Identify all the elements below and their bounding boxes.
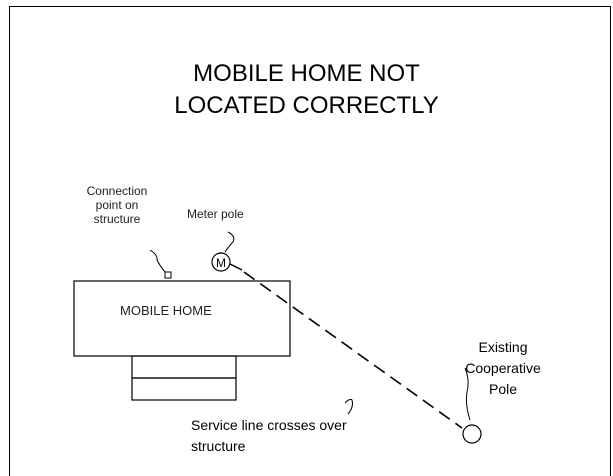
connection-point-label: Connection point on structure <box>72 184 162 226</box>
existing-pole-leader <box>464 367 471 421</box>
existing-pole-label-line-2: Cooperative <box>465 360 541 376</box>
mobile-home-body <box>73 280 291 357</box>
connection-point-leader <box>149 249 166 273</box>
steps-upper <box>131 355 237 379</box>
existing-cooperative-pole-circle <box>462 424 482 444</box>
service-line-label: Service line crosses over structure <box>191 415 347 457</box>
meter-pole-circle <box>211 252 231 272</box>
connection-point-label-line-3: structure <box>93 212 141 226</box>
mobile-home-label: MOBILE HOME <box>120 303 212 318</box>
existing-pole-label-line-3: Pole <box>488 381 518 397</box>
service-line <box>243 271 463 429</box>
connection-point-label-line-1: Connection <box>86 184 148 198</box>
slide-frame <box>9 6 611 476</box>
meter-pole-leader <box>224 231 235 253</box>
service-line-label-line-2: structure <box>191 438 246 454</box>
steps-lower <box>131 377 237 401</box>
title-line-2: LOCATED CORRECTLY <box>174 92 439 119</box>
existing-pole-label: Existing Cooperative Pole <box>453 337 553 400</box>
connection-point-square <box>164 271 172 279</box>
meter-pole-label: Meter pole <box>187 207 244 221</box>
meter-stub-line <box>229 263 243 271</box>
title-line-1: MOBILE HOME NOT <box>193 60 420 87</box>
service-line-leader <box>344 398 353 415</box>
slide-title: MOBILE HOME NOT LOCATED CORRECTLY <box>0 58 613 122</box>
meter-symbol: M <box>216 256 226 270</box>
existing-pole-label-line-1: Existing <box>478 339 528 355</box>
service-line-label-line-1: Service line crosses over <box>191 417 347 433</box>
connection-point-label-line-2: point on <box>95 198 139 212</box>
